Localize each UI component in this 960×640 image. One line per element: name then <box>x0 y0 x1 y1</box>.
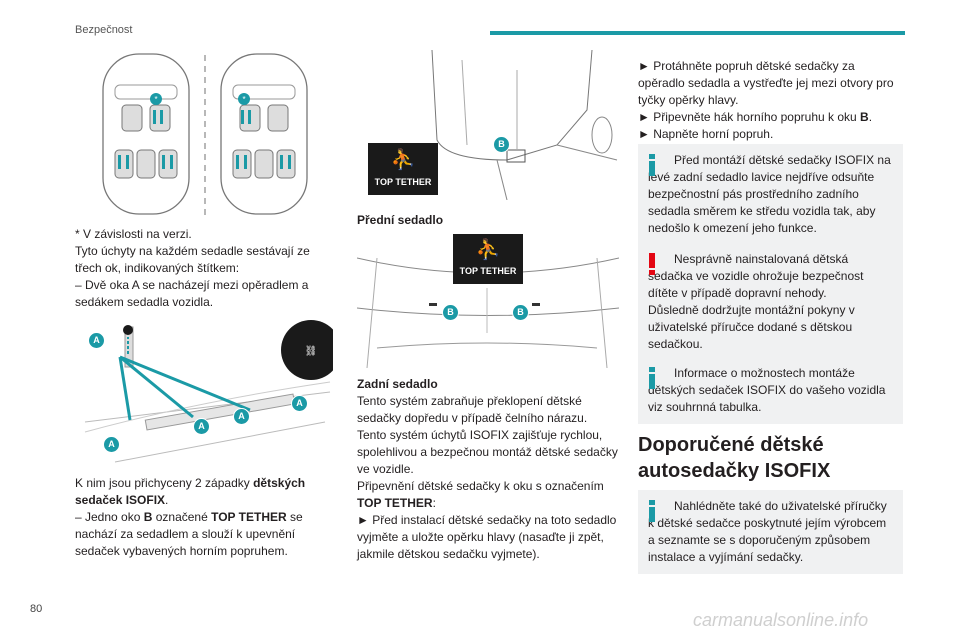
col1-text-bottom: K nim jsou přichyceny 2 západky dětských… <box>75 475 333 560</box>
child-seat-icon: ⛹ <box>475 239 501 261</box>
warning-text-2: Důsledně dodržujte montážní pokyny v uži… <box>648 303 855 351</box>
info-notice: Nahlédněte také do uživatelské příručky … <box>638 490 903 574</box>
step-3: ► Připevněte hák horního popruhu k oku B… <box>638 110 873 124</box>
label-a: A <box>103 436 120 453</box>
info-icon <box>649 367 655 389</box>
top-tether-badge: ⛹ TOP TETHER <box>453 234 523 284</box>
front-seat-figure: B ⛹ TOP TETHER <box>357 50 619 200</box>
warning-text: Nesprávně nainstalovaná dětská sedačka v… <box>648 252 864 300</box>
section-heading: Doporučené dětské autosedačky ISOFIX <box>638 434 831 482</box>
info-notice: Informace o možnostech montáže dětských … <box>638 357 903 424</box>
label-b: B <box>442 304 459 321</box>
para2: K nim jsou přichyceny 2 západky dětských… <box>75 476 306 507</box>
warning-notice: Nesprávně nainstalovaná dětská sedačka v… <box>638 243 903 361</box>
footnote: * V závislosti na verzi. <box>75 227 192 241</box>
para2-item: – Jedno oko B označené TOP TETHER se nac… <box>75 510 303 558</box>
col3-steps: ► Protáhněte popruh dětské sedačky za op… <box>638 58 903 143</box>
col2-text: Zadní sedadlo Tento systém zabraňuje pře… <box>357 376 619 563</box>
top-tether-badge: ⛹ TOP TETHER <box>368 143 438 195</box>
rear-text: Tento systém zabraňuje překlopení dětské… <box>357 394 588 425</box>
rear-seat-caption: Zadní sedadlo <box>357 377 438 391</box>
para-b: Tento systém úchytů ISOFIX zajišťuje ryc… <box>357 428 618 476</box>
svg-text:⛓: ⛓ <box>305 345 318 357</box>
step-4: ► Napněte horní popruh. <box>638 127 774 141</box>
child-seat-icon: ⛹ <box>390 149 416 171</box>
svg-text:*: * <box>154 95 157 104</box>
label-a: A <box>88 332 105 349</box>
label-a: A <box>193 418 210 435</box>
label-b: B <box>493 136 510 153</box>
label-b: B <box>512 304 529 321</box>
para1-item: – Dvě oka A se nacházejí mezi opěradlem … <box>75 278 309 309</box>
col1-text-top: * V závislosti na verzi. Tyto úchyty na … <box>75 226 333 311</box>
rear-seat-figure: B B ⛹ TOP TETHER <box>357 228 619 368</box>
front-seat-caption: Přední sedadlo <box>357 213 444 227</box>
warning-icon <box>649 253 655 275</box>
info-text: Před montáží dětské sedačky ISOFIX na le… <box>648 153 891 235</box>
section-title: Bezpečnost <box>75 24 133 36</box>
isofix-anchors-figure: ⛓ A A A A A <box>75 312 333 470</box>
info-icon <box>649 154 655 176</box>
svg-text:*: * <box>242 95 245 104</box>
header-rule <box>490 31 905 35</box>
label-a: A <box>291 395 308 412</box>
para-c: Připevnění dětské sedačky k oku s označe… <box>357 479 604 510</box>
car-top-view-figure: * * <box>95 50 315 220</box>
page-number: 80 <box>30 603 43 615</box>
info-text: Nahlédněte také do uživatelské příručky … <box>648 499 887 564</box>
watermark: carmanualsonline.info <box>693 610 869 630</box>
step-2: ► Protáhněte popruh dětské sedačky za op… <box>638 59 894 107</box>
info-text: Informace o možnostech montáže dětských … <box>648 366 886 414</box>
label-a: A <box>233 408 250 425</box>
info-icon <box>649 500 655 522</box>
para1: Tyto úchyty na každém sedadle sestávají … <box>75 244 310 275</box>
step-1: ► Před instalací dětské sedačky na toto … <box>357 513 617 561</box>
info-notice: Před montáží dětské sedačky ISOFIX na le… <box>638 144 903 245</box>
